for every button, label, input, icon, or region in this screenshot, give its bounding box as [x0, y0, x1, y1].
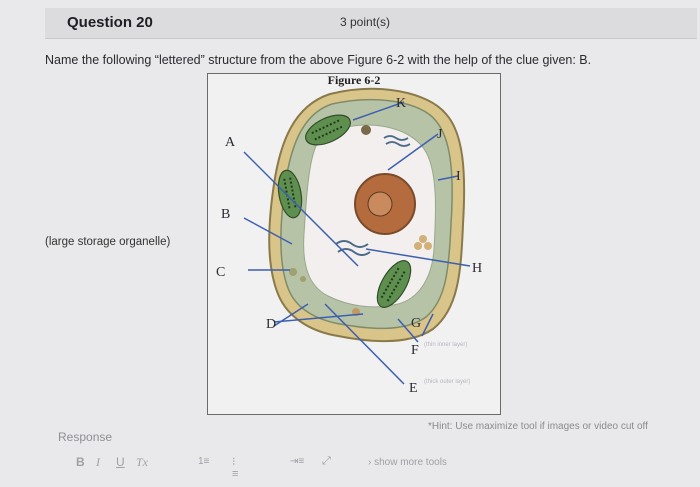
label-J: J: [437, 127, 443, 142]
indent-icon[interactable]: ⇥≡: [290, 456, 305, 467]
label-K: K: [396, 96, 406, 111]
clue-label: (large storage organelle): [45, 236, 171, 248]
label-A: A: [225, 135, 236, 150]
underline-button[interactable]: U: [116, 455, 125, 469]
figure-6-2: A B C D E F G H I J K (thin inner layer)…: [207, 73, 501, 415]
note-E: (thick outer layer): [424, 379, 470, 385]
unordered-list-icon[interactable]: ⁝≡: [232, 456, 239, 480]
question-title: Question 20: [67, 14, 153, 31]
leader-lines: [243, 101, 471, 385]
show-more-tools-button[interactable]: › show more tools: [368, 457, 447, 468]
label-D: D: [266, 317, 276, 332]
response-label: Response: [58, 430, 113, 444]
question-points: 3 point(s): [340, 15, 391, 29]
note-F: (thin inner layer): [424, 342, 467, 348]
ordered-list-icon[interactable]: 1≡: [198, 456, 210, 467]
label-C: C: [216, 265, 225, 280]
question-prompt: Name the following “lettered” structure …: [45, 53, 592, 67]
figure-title: Figure 6-2: [327, 73, 381, 87]
plant-cell-diagram: A B C D E F G H I J K (thin inner layer)…: [216, 87, 482, 396]
label-B: B: [221, 207, 230, 222]
chloroplast-top: [305, 114, 351, 146]
endoplasmic-reticulum: [335, 240, 369, 248]
italic-button[interactable]: I: [96, 455, 100, 469]
label-E: E: [409, 381, 418, 396]
label-I: I: [456, 169, 461, 184]
golgi: [383, 135, 409, 141]
mitochondrion: [361, 125, 371, 135]
label-H: H: [472, 261, 482, 276]
bold-button[interactable]: B: [76, 455, 85, 469]
hint-text: *Hint: Use maximize tool if images or vi…: [428, 421, 648, 432]
clear-format-button[interactable]: Tx: [136, 455, 148, 469]
chloroplast-right: [376, 260, 412, 308]
label-F: F: [411, 343, 419, 358]
question-header: Question 20 3 point(s): [45, 8, 697, 39]
expand-icon[interactable]: ⤢: [322, 455, 331, 467]
nucleolus: [367, 191, 393, 217]
label-G: G: [411, 316, 421, 331]
